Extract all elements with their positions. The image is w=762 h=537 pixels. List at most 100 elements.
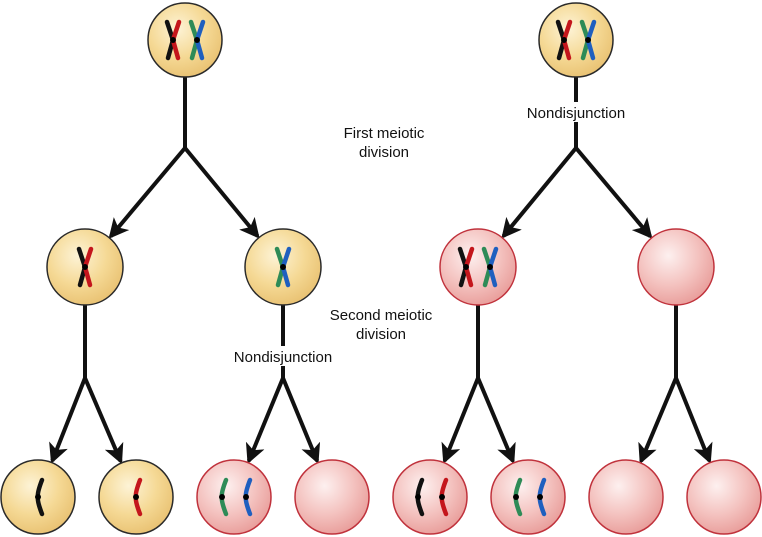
cell-left-parent [147,2,223,78]
connector-left-mid-2 [245,305,321,465]
chromatid [561,37,572,61]
centromere [35,494,41,500]
centromere [219,494,225,500]
chromatid [561,19,573,43]
connector-right-mid-2 [638,305,713,465]
arrow-to-gamete-5 [441,377,480,464]
centromere [439,494,445,500]
chromatid [194,19,206,43]
abnormal-cell-body [588,459,664,535]
chromosome-pair [457,246,475,288]
cell-right-mid-2 [637,228,715,306]
centromere [585,37,591,43]
chromatid [280,246,292,270]
chromosome-single [415,477,425,517]
second-division-label-line1: Second meiotic [330,307,433,324]
arrow-to-gamete-1 [49,377,87,464]
arrow-to-right-mid-1 [501,146,578,239]
arrow-to-gamete-2 [83,377,124,465]
chromosome-pair [555,19,573,61]
chromosome-pair [164,19,182,61]
arrow-to-gamete-7 [638,377,678,465]
arrow-to-left-mid-1 [108,146,187,239]
cell-left-mid-2 [244,228,322,306]
centromere [280,264,286,270]
abnormal-cell-body [196,459,272,535]
chromosome-single [439,477,449,517]
arrow-to-gamete-4 [281,377,321,465]
cell-gamete-5 [392,459,468,535]
connector-left-mid-1 [49,305,124,465]
chromatid [194,37,205,61]
chromatid [463,264,474,288]
chromosome-single [219,477,229,517]
chromosome-single [513,477,523,517]
chromatid [487,264,498,288]
chromosome-pair [188,19,206,61]
label-bg [225,346,340,366]
chromosome-single [133,477,143,517]
centromere [194,37,200,43]
chromatid [585,19,597,43]
nondisjunction-first-label: Nondisjunction [527,105,625,122]
centromere [243,494,249,500]
chromatid [487,246,499,270]
centromere [463,264,469,270]
label-bg [518,102,633,122]
centromere [170,37,176,43]
abnormal-cell-body [294,459,370,535]
cell-right-mid-1 [439,228,517,306]
abnormal-cell-body [392,459,468,535]
centromere [561,37,567,43]
connector-right-mid-1 [441,305,516,465]
normal-cell-body [147,2,223,78]
abnormal-cell-body [686,459,762,535]
nondisjunction-second-label: Nondisjunction [234,349,332,366]
arrow-to-right-mid-2 [574,146,653,239]
cell-right-parent [538,2,614,78]
chromatid [82,246,94,270]
chromosome-single [243,477,253,517]
first-division-label-line1: First meiotic [344,125,425,142]
arrow-to-gamete-3 [245,377,285,465]
chromatid [463,246,475,270]
chromatid [170,19,182,43]
centromere [82,264,88,270]
cell-gamete-2 [98,459,174,535]
chromatid [280,264,291,288]
cell-gamete-7 [588,459,664,535]
abnormal-cell-body [490,459,566,535]
first-division-label-line2: division [359,144,409,161]
centromere [513,494,519,500]
connector-right-parent [501,77,653,239]
arrow-to-gamete-6 [476,377,516,465]
chromosome-pair [274,246,292,288]
arrow-to-left-mid-2 [183,146,260,239]
chromatid [170,37,181,61]
chromosome-single [35,477,45,517]
cell-gamete-8 [686,459,762,535]
normal-cell-body [538,2,614,78]
centromere [415,494,421,500]
chromosome-pair [76,246,94,288]
chromosome-pair [481,246,499,288]
cell-left-mid-1 [46,228,124,306]
chromatid [585,37,596,61]
abnormal-cell-body [637,228,715,306]
second-division-label-line2: division [356,326,406,343]
arrow-to-gamete-8 [674,377,713,464]
cell-gamete-6 [490,459,566,535]
cell-gamete-4 [294,459,370,535]
chromosome-single [537,477,547,517]
abnormal-cell-body [439,228,517,306]
connector-left-parent [108,77,260,239]
cell-gamete-3 [196,459,272,535]
chromosome-pair [579,19,597,61]
cell-gamete-1 [0,459,76,535]
connectors [49,77,713,465]
centromere [487,264,493,270]
centromere [537,494,543,500]
centromere [133,494,139,500]
